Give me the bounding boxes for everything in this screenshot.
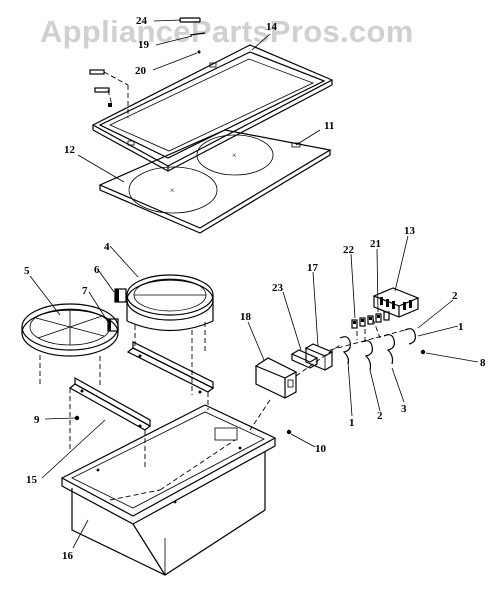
callout-17: 17 <box>307 262 319 274</box>
part-24-clip <box>179 17 201 23</box>
part-18-bracket <box>254 357 298 399</box>
callout-1-bottom: 1 <box>349 417 355 429</box>
callout-22: 22 <box>343 244 355 256</box>
callout-16: 16 <box>62 550 74 562</box>
part-6-terminal-block <box>114 288 127 303</box>
part-8-screw <box>420 349 426 355</box>
part-13-terminal-block <box>372 287 420 318</box>
callout-11: 11 <box>324 120 334 132</box>
part-19-screw <box>189 32 206 36</box>
svg-text:×: × <box>170 186 175 195</box>
part-23-insulator <box>290 349 319 369</box>
part-16-burner-box <box>60 404 277 576</box>
part-4-radiant-element <box>126 274 214 332</box>
part-7-terminal-block <box>107 318 119 332</box>
callout-4: 4 <box>104 241 110 253</box>
part-9-screw <box>74 415 80 421</box>
callout-24: 24 <box>136 15 148 27</box>
callout-14: 14 <box>266 21 278 33</box>
part-14-frame <box>91 44 334 172</box>
callout-labels: 24 19 14 20 11 12 4 5 6 7 13 22 21 17 23… <box>24 15 486 562</box>
callout-19: 19 <box>138 39 150 51</box>
part-10-screw <box>286 429 292 435</box>
callout-2-top: 2 <box>452 290 458 302</box>
callout-13: 13 <box>404 225 416 237</box>
part-20-screw <box>197 50 201 54</box>
frame-mount-clips <box>89 69 129 118</box>
callout-21: 21 <box>370 238 381 250</box>
part-2-switch-clip <box>361 340 373 371</box>
part-22-terminal-strip <box>351 311 390 329</box>
callout-6: 6 <box>94 264 100 276</box>
part-1-switch-clip <box>339 328 416 365</box>
leader-lines <box>29 19 479 549</box>
part-3-switch-clip <box>383 334 395 365</box>
callout-20: 20 <box>135 65 147 77</box>
svg-text:×: × <box>232 151 237 160</box>
part-15-support-bracket <box>68 341 215 431</box>
watermark-logo: AppliancePartsPros.com <box>40 14 414 49</box>
callout-12: 12 <box>64 144 76 156</box>
callout-15: 15 <box>26 474 38 486</box>
callout-10: 10 <box>315 443 327 455</box>
callout-9: 9 <box>34 414 40 426</box>
part-12-glass-top: × × <box>98 129 332 234</box>
callout-5: 5 <box>24 265 30 277</box>
part-21-terminal-strip <box>353 315 380 324</box>
callout-7: 7 <box>82 285 88 297</box>
part-17-insulator <box>304 343 334 371</box>
callout-18: 18 <box>240 311 252 323</box>
callout-3: 3 <box>401 403 407 415</box>
callout-1-top: 1 <box>458 321 464 333</box>
callout-2-bottom: 2 <box>377 410 383 422</box>
part-5-radiant-element <box>21 303 119 357</box>
callout-23: 23 <box>272 282 284 294</box>
callout-8: 8 <box>480 357 486 369</box>
